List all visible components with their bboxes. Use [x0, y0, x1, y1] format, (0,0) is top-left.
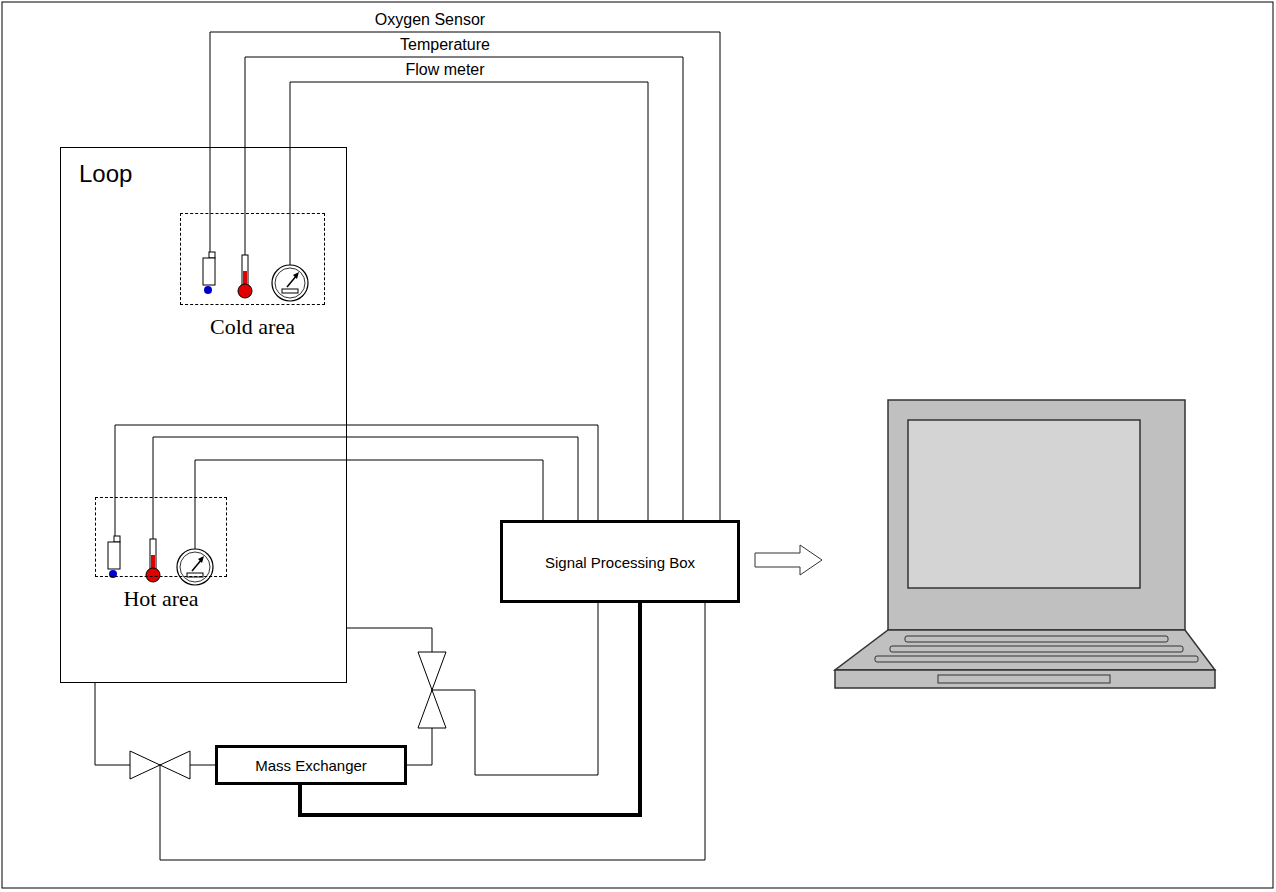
valve-symbol: [418, 652, 446, 728]
box-label: Mass Exchanger: [255, 757, 367, 774]
wire-label: Flow meter: [402, 61, 487, 79]
signal-wire: [153, 437, 578, 520]
signal-wire: [95, 683, 215, 765]
sensor-symbols: [108, 497, 213, 585]
box-label: Signal Processing Box: [545, 553, 695, 570]
laptop-icon: [835, 400, 1215, 688]
area-caption: Hot area: [123, 586, 198, 612]
wire-label: Temperature: [397, 36, 493, 54]
valve-symbol: [130, 751, 190, 779]
control-wire: [432, 603, 598, 775]
signal-wire: [195, 460, 543, 520]
signal-wire: [115, 425, 598, 520]
wire-label: Oxygen Sensor: [372, 11, 488, 29]
area-caption: Cold area: [210, 314, 295, 340]
sensor-symbols: [203, 213, 308, 301]
process-box: Mass Exchanger: [215, 745, 407, 785]
region-title: Loop: [79, 160, 132, 188]
loop-region: LoopCold areaHot area: [60, 147, 347, 683]
output-arrow: [755, 545, 822, 575]
signal-wire: [210, 32, 720, 520]
area-region: Hot area: [95, 497, 227, 577]
control-wire: [160, 603, 705, 860]
signal-wire: [245, 57, 683, 520]
area-region: Cold area: [180, 213, 325, 305]
process-box: Signal Processing Box: [500, 520, 740, 603]
